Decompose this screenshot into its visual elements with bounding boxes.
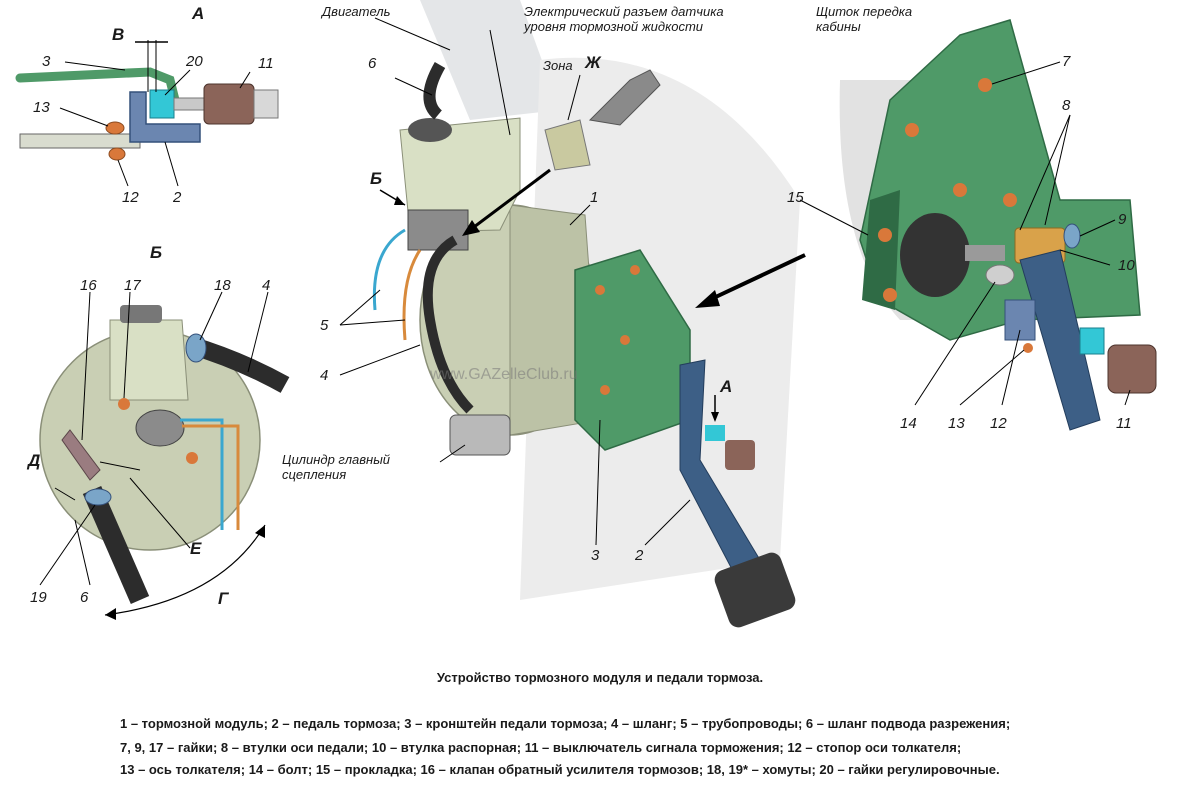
switch-main [725,440,755,470]
legend-line-2: 7, 9, 17 – гайки; 8 – втулки оси педали;… [120,740,962,755]
inset-a-bracket [129,91,201,143]
detail-arrow [704,253,806,304]
label-4-main: 4 [320,367,329,384]
note-dash-line2: кабины [816,19,861,34]
legend-line-3: 13 – ось толкателя; 14 – болт; 15 – прок… [120,762,1000,777]
note-clutch-line1: Цилиндр главный [282,452,390,467]
note-sensor-line1: Электрический разъем датчика [524,4,724,19]
engine-silhouette [420,0,560,120]
inset-a-adjust-nuts [149,89,175,119]
switch-detail [1107,344,1157,394]
watermark: www.GAZelleClub.ru [430,366,578,383]
inset-a-pin-12 [108,147,126,161]
hose-6-main [423,62,446,120]
pedal-pad [714,552,796,628]
inset-b-clamp-19 [84,488,112,506]
pipe-blue-main [372,228,406,311]
label-20: 20 [186,53,203,70]
label-11-inset-a: 11 [258,55,274,72]
label-19: 19 [30,589,47,606]
label-13-detail: 13 [948,415,965,432]
note-sensor-line2: уровня тормозной жидкости [524,19,704,34]
pipe-orange-main [402,249,422,341]
inset-b-master-cylinder [135,409,185,447]
main-assembly-artwork [339,0,806,628]
label-12-detail: 12 [990,415,1007,432]
boot-bellows [900,213,970,297]
dimension-label-g: Г [218,589,229,608]
inset-b-nut-b [186,452,198,464]
inset-b-valve-16 [61,429,101,481]
figure-caption: Устройство тормозного модуля и педали то… [436,670,764,685]
sensor-connector-zone [544,119,591,171]
label-6-main: 6 [368,55,377,72]
note-engine: Двигатель [322,4,391,19]
label-16: 16 [80,277,97,294]
inset-b-pipe-orange [182,424,240,530]
label-14: 14 [900,415,917,432]
arrow-label-a: А [720,377,733,396]
label-6-inset-b: 6 [80,589,89,606]
inset-b-reservoir-cap [120,305,162,323]
pedal-bracket-detail [859,19,1141,341]
inset-b-hose-6 [82,486,150,604]
inset-a-switch [203,83,255,125]
label-15: 15 [787,189,804,206]
label-3-inset-a: 3 [42,53,51,70]
label-5: 5 [320,317,329,334]
sensor-plug [588,69,661,126]
view-label-a: А [192,4,205,23]
reservoir-cap-main [408,118,452,142]
inset-a-switch-connector [253,89,279,119]
pin-13-detail [1023,343,1033,353]
inset-b-clamp-18 [185,333,207,363]
label-2-inset-a: 2 [173,189,182,206]
label-2-main: 2 [635,547,644,564]
label-7: 7 [1062,53,1071,70]
gasket-15 [862,190,900,310]
label-13-inset-a: 13 [33,99,50,116]
arrow-label-b: Б [370,169,383,188]
label-18: 18 [214,277,231,294]
inset-b-nut-17 [118,398,130,410]
label-1: 1 [590,189,599,206]
switch-nuts-main [705,425,725,441]
note-clutch-line2: сцепления [282,467,347,482]
zone-zh-prefix: Зона [543,58,573,73]
inset-a-artwork [15,40,279,187]
switch-nuts-detail [1079,327,1105,355]
master-cylinder-main [407,209,469,251]
label-3-main: 3 [591,547,600,564]
inset-b-pipe-blue [180,418,224,530]
dimension-label-d: Д [28,451,41,470]
pushrod [965,245,1005,261]
label-11-detail: 11 [1116,415,1132,432]
dimension-label-e: Е [190,539,202,558]
legend-line-1: 1 – тормозной модуль; 2 – педаль тормоза… [120,716,1011,731]
bolt-14 [985,264,1015,286]
hose-4-main [422,235,474,414]
inset-a-pin-13 [105,121,125,135]
label-17: 17 [124,277,141,294]
diagram-artwork [15,0,1157,628]
view-label-b: Б [150,243,163,262]
label-10: 10 [1118,257,1135,274]
label-12-inset-a: 12 [122,189,139,206]
brake-module-diagram: А В 3 20 11 13 12 2 Б 16 17 18 4 Д Е Г 1… [15,0,1157,628]
dimension-label-v: В [112,25,125,44]
note-dash-line1: Щиток передка [816,4,913,19]
inset-a-bracket-bar [19,133,141,149]
label-9: 9 [1118,211,1127,228]
inset-b-reservoir [109,319,189,401]
inset-b-artwork [39,291,290,620]
pin-lock-detail [1004,299,1036,341]
detail-view-artwork [799,19,1157,431]
zone-label-zh: Ж [585,53,601,72]
pedal-arm-detail [1019,249,1101,431]
nut-9 [1063,223,1081,249]
label-8: 8 [1062,97,1071,114]
zone-arrow [469,168,551,232]
inset-a-thread [173,97,205,111]
label-4-inset-b: 4 [262,277,271,294]
